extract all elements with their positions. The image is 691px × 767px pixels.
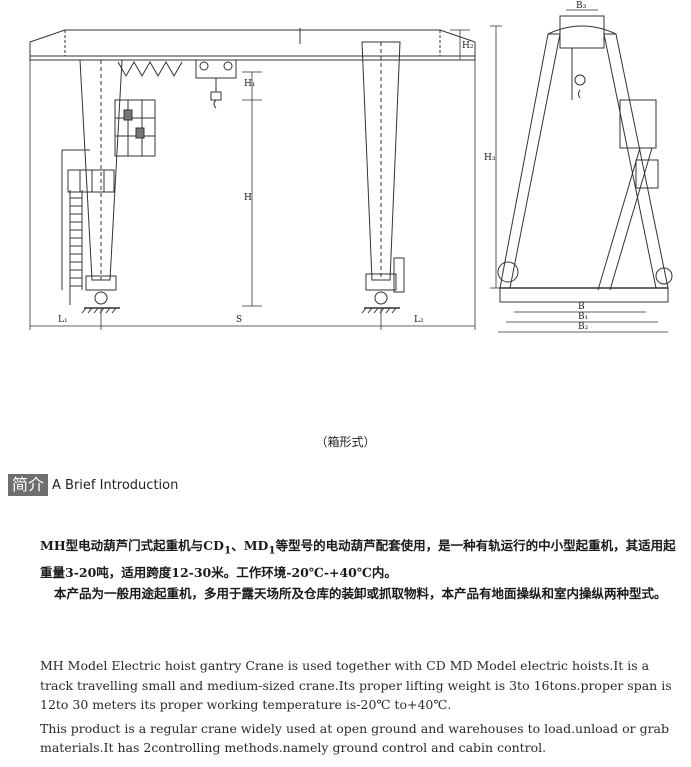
dim-label-l1: L₁	[58, 315, 68, 325]
dim-label-b3: B₃	[576, 1, 587, 11]
hoist-trolley	[195, 59, 237, 109]
en-paragraph-2: This product is a regular crane widely u…	[40, 720, 670, 756]
crane-diagram-svg: L₁ S L₂ H H₁ H₂ B₃ H₃ B B₁ B₂	[29, 1, 673, 333]
intro-english-text: MH Model Electric hoist gantry Crane is …	[40, 656, 680, 758]
ladder	[61, 149, 90, 290]
dim-label-h2: H₂	[462, 41, 474, 51]
crane-technical-drawing: L₁ S L₂ H H₁ H₂ B₃ H₃ B B₁ B₂	[29, 1, 673, 333]
dim-label-s: S	[236, 315, 242, 325]
en-paragraph-1: MH Model Electric hoist gantry Crane is …	[40, 658, 672, 712]
dim-label-h1: H₁	[244, 79, 255, 89]
dim-label-h: H	[244, 193, 252, 203]
dim-label-b: B	[578, 302, 585, 312]
main-girder	[29, 28, 476, 61]
intro-title-en: A Brief Introduction	[52, 477, 179, 493]
zh-paragraph-1: MH型电动葫芦门式起重机与CD1、MD1等型号的电动葫芦配套使用，是一种有轨运行…	[40, 538, 676, 580]
zh-paragraph-2: 本产品为一般用途起重机，多用于露天场所及仓库的装卸或抓取物料，本产品有地面操纵和…	[54, 585, 667, 601]
side-view	[490, 9, 673, 333]
intro-header: 简介 A Brief Introduction	[8, 474, 178, 496]
operator-cabin	[67, 99, 156, 193]
intro-tag: 简介	[8, 474, 49, 496]
cable-festoon	[117, 60, 183, 78]
dim-label-b1: B₁	[578, 312, 588, 322]
left-leg	[69, 59, 123, 314]
dim-label-b2: B₂	[578, 322, 589, 332]
drawing-caption: （箱形式）	[315, 435, 376, 449]
right-leg	[361, 41, 405, 314]
dim-label-h3: H₃	[484, 153, 496, 163]
dim-label-l2: L₂	[414, 315, 424, 325]
front-dimensions	[29, 29, 476, 330]
intro-chinese-text: MH型电动葫芦门式起重机与CD1、MD1等型号的电动葫芦配套使用，是一种有轨运行…	[40, 535, 680, 604]
